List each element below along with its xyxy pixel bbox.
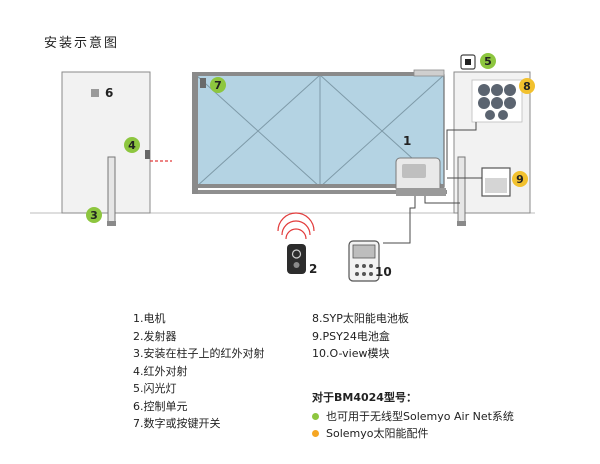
photocell-post-right-base [457, 221, 466, 226]
cable-to-solar-panel [446, 122, 477, 170]
sliding-gate [192, 69, 445, 194]
note-title: 对于BM4024型号： [312, 391, 417, 404]
wall-photocell-icon [145, 150, 150, 159]
legend-item: 8.SYP太阳能电池板 [312, 312, 409, 325]
marker-10: 10 [375, 265, 392, 279]
marker-8: 8 [523, 80, 531, 93]
marker-6: 6 [105, 86, 113, 100]
photocell-post-right [457, 156, 466, 226]
note-item: Solemyo太阳能配件 [312, 425, 514, 443]
note-item-text: 也可用于无线型Solemyo Air Net系统 [326, 409, 514, 423]
legend-item: 9.PSY24电池盒 [312, 329, 390, 343]
solar-panel-icon [471, 79, 523, 123]
legend-item: 5.闪光灯 [133, 382, 177, 395]
marker-8-badge: 8 [519, 78, 535, 94]
marker-3: 3 [90, 209, 98, 222]
green-dot-icon [312, 412, 319, 420]
control-unit-icon [91, 89, 99, 97]
legend-item: 1.电机 [133, 312, 166, 325]
note-item-text: Solemyo太阳能配件 [326, 427, 429, 440]
marker-4: 4 [128, 139, 136, 152]
gate-track [192, 190, 447, 194]
legend-left: 1.电机 2.发射器 3.安装在柱子上的红外对射 4.红外对射 5.闪光灯 6.… [133, 310, 265, 433]
marker-9: 9 [516, 173, 524, 186]
legend-item: 4.红外对射 [133, 364, 188, 378]
legend-item: 7.数字或按键开关 [133, 417, 221, 430]
diagram-title: 安装示意图 [44, 36, 120, 51]
note-item: 也可用于无线型Solemyo Air Net系统 [312, 408, 514, 426]
model-note: 对于BM4024型号： 也可用于无线型Solemyo Air Net系统 Sol… [312, 389, 514, 443]
legend-right: 8.SYP太阳能电池板 9.PSY24电池盒 10.O-view模块 [312, 310, 409, 363]
yellow-dot-icon [312, 430, 319, 437]
marker-7-badge: 7 [210, 77, 226, 93]
legend-item: 6.控制单元 [133, 399, 188, 413]
marker-7: 7 [214, 79, 222, 92]
marker-4-badge: 4 [124, 137, 140, 153]
marker-2: 2 [309, 262, 317, 276]
legend-item: 3.安装在柱子上的红外对射 [133, 347, 265, 360]
motor-icon [395, 157, 446, 196]
keypad-icon [200, 78, 206, 88]
photocell-post-left-base [107, 221, 116, 226]
marker-5-badge: 5 [480, 53, 496, 69]
cable-to-photocell [424, 196, 460, 204]
flash-light-lens [465, 59, 471, 65]
transmitter-icon [277, 212, 315, 274]
marker-9-badge: 9 [512, 171, 528, 187]
marker-5: 5 [484, 55, 492, 68]
installation-scene: 6 1 [30, 53, 535, 282]
photocell-post-left [107, 156, 116, 226]
marker-3-badge: 3 [86, 207, 102, 223]
marker-1: 1 [403, 134, 411, 148]
battery-box-body [485, 178, 507, 193]
cable-to-oview [383, 196, 416, 244]
legend-item: 2.发射器 [133, 329, 177, 343]
oview-module-icon [348, 240, 380, 282]
legend-item: 10.O-view模块 [312, 347, 390, 360]
